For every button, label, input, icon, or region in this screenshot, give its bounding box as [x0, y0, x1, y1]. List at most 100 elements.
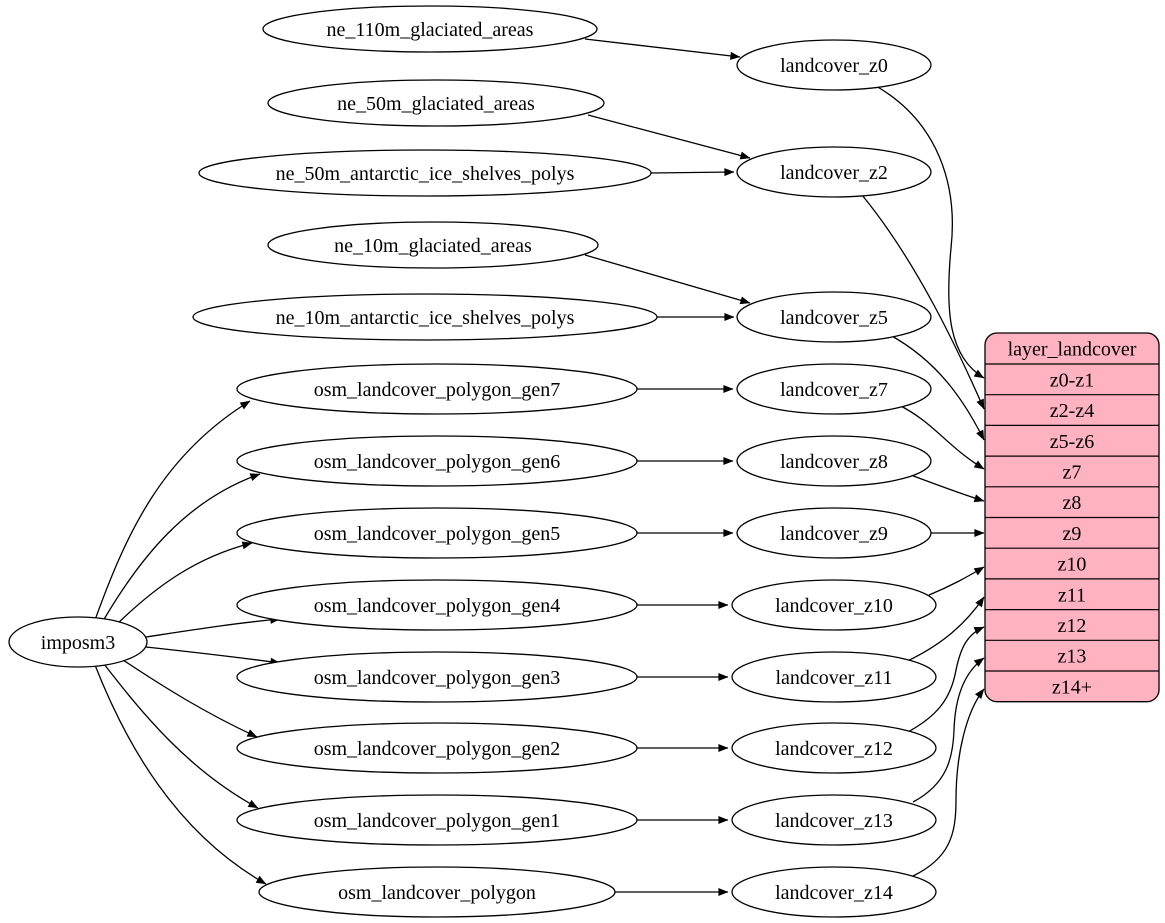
node-ellipse-landcover-z8: [736, 435, 932, 487]
edge-landcover-z10-to-layer-landcover-z10: [928, 566, 985, 596]
node-label-osm-landcover-polygon-gen2: osm_landcover_polygon_gen2: [314, 738, 561, 760]
table-row-z13: z13: [1058, 646, 1087, 668]
node-osm-landcover-polygon-gen6: osm_landcover_polygon_gen6: [236, 435, 638, 487]
node-landcover-z10: landcover_z10: [731, 579, 937, 631]
node-label-landcover-z2: landcover_z2: [780, 162, 888, 184]
table-row-z10: z10: [1058, 554, 1087, 576]
table-row-z11: z11: [1058, 584, 1086, 606]
node-label-landcover-z11: landcover_z11: [776, 667, 893, 689]
node-ellipse-osm-landcover-polygon: [258, 866, 616, 918]
node-landcover-z14: landcover_z14: [731, 866, 937, 918]
edge-imposm3-to-osm-landcover-polygon-gen3: [145, 646, 281, 666]
node-osm-landcover-polygon-gen1: osm_landcover_polygon_gen1: [236, 794, 638, 846]
node-ellipse-landcover-z10: [731, 579, 937, 631]
table-title: layer_landcover: [1008, 339, 1137, 361]
node-ellipse-osm-landcover-polygon-gen5: [236, 507, 638, 559]
node-ne-50m-glaciated-areas: ne_50m_glaciated_areas: [267, 79, 605, 127]
node-ellipse-landcover-z5: [736, 291, 932, 343]
edge-imposm3-to-osm-landcover-polygon: [94, 664, 267, 885]
edge-landcover-z0-to-layer-landcover-z0-z1: [875, 85, 985, 379]
node-ne-110m-glaciated-areas: ne_110m_glaciated_areas: [262, 5, 598, 53]
table-row-z9: z9: [1063, 523, 1082, 545]
node-label-landcover-z0: landcover_z0: [780, 55, 888, 77]
node-label-ne-10m-glaciated-areas: ne_10m_glaciated_areas: [334, 235, 532, 257]
node-landcover-z7: landcover_z7: [736, 363, 932, 415]
edge-landcover-z14-to-layer-landcover-z14: [912, 688, 985, 877]
node-ne-10m-antarctic-ice-shelves-polys: ne_10m_antarctic_ice_shelves_polys: [192, 293, 658, 341]
node-ne-10m-glaciated-areas: ne_10m_glaciated_areas: [267, 221, 599, 269]
node-label-landcover-z8: landcover_z8: [780, 451, 888, 473]
node-label-landcover-z10: landcover_z10: [775, 595, 893, 617]
node-landcover-z0: landcover_z0: [736, 39, 932, 91]
node-label-landcover-z13: landcover_z13: [775, 810, 893, 832]
node-landcover-z13: landcover_z13: [731, 794, 937, 846]
edge-imposm3-to-osm-landcover-polygon-gen7: [94, 400, 251, 621]
node-label-ne-50m-glaciated-areas: ne_50m_glaciated_areas: [337, 93, 535, 115]
node-osm-landcover-polygon-gen3: osm_landcover_polygon_gen3: [236, 651, 638, 703]
edge-imposm3-to-osm-landcover-polygon-gen2: [119, 657, 258, 738]
node-label-osm-landcover-polygon-gen7: osm_landcover_polygon_gen7: [314, 379, 561, 401]
node-label-landcover-z9: landcover_z9: [780, 523, 888, 545]
node-ellipse-osm-landcover-polygon-gen6: [236, 435, 638, 487]
node-ellipse-osm-landcover-polygon-gen4: [236, 579, 638, 631]
node-label-landcover-z7: landcover_z7: [780, 379, 888, 401]
edge-landcover-z2-to-layer-landcover-z2-z4: [861, 194, 985, 410]
edge-ne-50m-glaciated-areas-to-landcover-z2: [587, 114, 751, 160]
table-row-z2-z4: z2-z4: [1050, 400, 1094, 422]
node-osm-landcover-polygon-gen7: osm_landcover_polygon_gen7: [236, 363, 638, 415]
node-ellipse-landcover-z14: [731, 866, 937, 918]
node-label-osm-landcover-polygon-gen1: osm_landcover_polygon_gen1: [314, 810, 561, 832]
edge-ne-50m-antarctic-ice-shelves-polys-to-landcover-z2: [650, 168, 735, 177]
table-row-z0-z1: z0-z1: [1050, 369, 1094, 391]
node-ellipse-landcover-z11: [731, 651, 937, 703]
node-landcover-z2: landcover_z2: [736, 146, 932, 198]
edge-landcover-z7-to-layer-landcover-z7: [896, 403, 985, 470]
node-ellipse-osm-landcover-polygon-gen3: [236, 651, 638, 703]
node-label-landcover-z12: landcover_z12: [775, 738, 893, 760]
edge-imposm3-to-osm-landcover-polygon-gen5: [114, 541, 253, 627]
edge-imposm3-to-osm-landcover-polygon-gen6: [102, 473, 261, 622]
node-label-landcover-z14: landcover_z14: [775, 882, 893, 904]
node-osm-landcover-polygon-gen5: osm_landcover_polygon_gen5: [236, 507, 638, 559]
node-label-ne-110m-glaciated-areas: ne_110m_glaciated_areas: [327, 19, 534, 41]
edge-ne-110m-glaciated-areas-to-landcover-z0: [584, 38, 741, 60]
node-ellipse-osm-landcover-polygon-gen7: [236, 363, 638, 415]
node-ellipse-landcover-z9: [736, 507, 932, 559]
node-label-ne-10m-antarctic-ice-shelves-polys: ne_10m_antarctic_ice_shelves_polys: [276, 307, 575, 329]
edge-landcover-z12-to-layer-landcover-z12: [905, 626, 985, 734]
node-label-osm-landcover-polygon-gen6: osm_landcover_polygon_gen6: [314, 451, 561, 473]
node-ne-50m-antarctic-ice-shelves-polys: ne_50m_antarctic_ice_shelves_polys: [198, 149, 652, 197]
node-ellipse-ne-10m-antarctic-ice-shelves-polys: [192, 293, 658, 341]
table-row-z5-z6: z5-z6: [1050, 431, 1094, 453]
edge-imposm3-to-osm-landcover-polygon-gen1: [103, 663, 259, 809]
table-row-z14: z14+: [1052, 676, 1092, 698]
node-label-ne-50m-antarctic-ice-shelves-polys: ne_50m_antarctic_ice_shelves_polys: [276, 163, 575, 185]
node-ellipse-landcover-z7: [736, 363, 932, 415]
node-ellipse-osm-landcover-polygon-gen2: [236, 722, 638, 774]
node-ellipse-osm-landcover-polygon-gen1: [236, 794, 638, 846]
node-label-osm-landcover-polygon-gen3: osm_landcover_polygon_gen3: [314, 667, 561, 689]
node-ellipse-ne-50m-glaciated-areas: [267, 79, 605, 127]
node-landcover-z5: landcover_z5: [736, 291, 932, 343]
table-row-z8: z8: [1063, 492, 1082, 514]
node-ellipse-landcover-z2: [736, 146, 932, 198]
edge-landcover-z5-to-layer-landcover-z5-z6: [889, 334, 985, 441]
node-landcover-z9: landcover_z9: [736, 507, 932, 559]
table-row-z12: z12: [1058, 615, 1087, 637]
node-ellipse-imposm3: [8, 616, 148, 668]
node-label-osm-landcover-polygon-gen4: osm_landcover_polygon_gen4: [314, 595, 561, 617]
node-osm-landcover-polygon: osm_landcover_polygon: [258, 866, 616, 918]
node-landcover-z11: landcover_z11: [731, 651, 937, 703]
node-ellipse-landcover-z13: [731, 794, 937, 846]
node-label-osm-landcover-polygon-gen5: osm_landcover_polygon_gen5: [314, 523, 561, 545]
node-osm-landcover-polygon-gen2: osm_landcover_polygon_gen2: [236, 722, 638, 774]
table-layer-landcover: layer_landcoverz0-z1z2-z4z5-z6z7z8z9z10z…: [984, 332, 1160, 703]
node-ellipse-ne-10m-glaciated-areas: [267, 221, 599, 269]
edge-imposm3-to-osm-landcover-polygon-gen4: [145, 615, 281, 638]
node-ellipse-landcover-z12: [731, 722, 937, 774]
edge-landcover-z11-to-layer-landcover-z11: [902, 596, 985, 664]
node-label-landcover-z5: landcover_z5: [780, 307, 888, 329]
node-ellipse-landcover-z0: [736, 39, 932, 91]
